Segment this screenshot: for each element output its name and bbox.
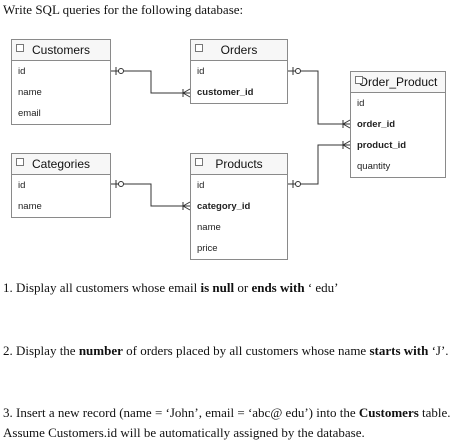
table-icon [16,44,24,52]
rel-customers-orders [110,67,191,98]
field-name: name [18,201,42,212]
field-name: name [197,222,221,233]
field-price: price [197,243,218,254]
products-table: Products id category_id name price [190,153,288,260]
page-title: Write SQL queries for the following data… [3,2,244,17]
table-title: Products [215,157,263,171]
question-1: 1. Display all customers whose email is … [3,280,339,295]
order-product-table: Order_Product id order_id product_id qua… [350,71,446,178]
table-title: Customers [31,43,90,57]
customers-table: Customers id name email [11,39,111,125]
question-2: 2. Display the number of orders placed b… [3,343,449,358]
field-customer-id: customer_id [197,87,254,98]
table-icon [195,158,203,166]
relationship-lines [110,67,351,211]
table-title: Orders [220,43,258,57]
field-name: name [18,87,42,98]
field-id: id [197,66,205,77]
field-id: id [197,180,205,191]
question-3: 3. Insert a new record (name = ‘John’, e… [3,405,451,420]
field-id: id [357,98,365,109]
field-order-id: order_id [357,119,396,130]
field-id: id [18,66,26,77]
field-category-id: category_id [197,201,251,212]
rel-categories-products [110,180,191,211]
field-quantity: quantity [357,161,391,172]
table-icon [16,158,24,166]
field-id: id [18,180,26,191]
categories-table: Categories id name [11,153,111,218]
field-email: email [18,108,41,119]
table-icon [355,76,363,84]
question-3-note: Assume Customers.id will be automaticall… [3,425,365,440]
orders-table: Orders id customer_id [190,39,288,104]
table-title: Categories [31,157,91,171]
table-title: Order_Product [358,75,438,89]
field-product-id: product_id [357,140,407,151]
rel-orders-orderproduct [287,67,351,129]
table-icon [195,44,203,52]
rel-products-orderproduct [287,140,351,188]
